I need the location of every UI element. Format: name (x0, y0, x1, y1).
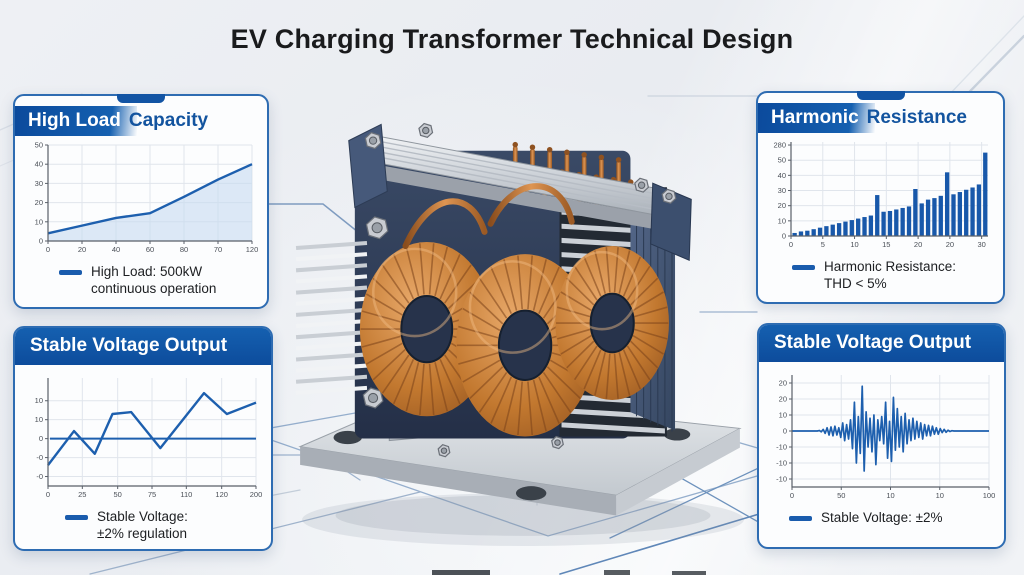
svg-text:40: 40 (35, 160, 43, 169)
svg-text:0: 0 (46, 245, 50, 254)
svg-text:0: 0 (39, 434, 43, 443)
svg-text:20: 20 (778, 201, 786, 210)
legend-text: Stable Voltage: ±2% regulation (97, 509, 188, 541)
svg-text:120: 120 (246, 245, 259, 254)
svg-text:20: 20 (779, 379, 787, 388)
svg-text:80: 80 (180, 245, 188, 254)
panel-header: Stable Voltage Output (15, 328, 271, 365)
svg-text:20: 20 (779, 395, 787, 404)
svg-text:25: 25 (78, 490, 86, 499)
svg-text:50: 50 (114, 490, 122, 499)
panel-tab (117, 94, 165, 103)
svg-text:30: 30 (35, 179, 43, 188)
svg-text:60: 60 (146, 245, 154, 254)
page-title: EV Charging Transformer Technical Design (230, 24, 794, 54)
svg-text:10: 10 (936, 491, 944, 500)
svg-text:-0: -0 (36, 453, 43, 462)
svg-text:10: 10 (35, 415, 43, 424)
svg-text:15: 15 (882, 240, 890, 249)
legend-harmonic: Harmonic Resistance: THD < 5% (758, 259, 1003, 293)
svg-text:-0: -0 (36, 472, 43, 481)
svg-text:0: 0 (782, 232, 786, 241)
panel-header: Stable Voltage Output (759, 325, 1004, 362)
svg-text:10: 10 (35, 396, 43, 405)
legend-text: Harmonic Resistance: THD < 5% (824, 259, 957, 291)
svg-text:40: 40 (112, 245, 120, 254)
svg-text:75: 75 (148, 490, 156, 499)
transformer-illustration (295, 122, 744, 546)
header-rest: Capacity (128, 110, 209, 131)
legend-text: Stable Voltage: ±2% (821, 510, 943, 525)
header-highlight: Harmonic (758, 103, 875, 133)
svg-text:110: 110 (180, 490, 192, 499)
svg-text:5: 5 (821, 240, 825, 249)
svg-text:50: 50 (778, 156, 786, 165)
svg-text:20: 20 (946, 240, 954, 249)
header-rest: Resistance (866, 107, 967, 128)
svg-text:70: 70 (214, 245, 222, 254)
legend-text: High Load: 500kW continuous operation (91, 264, 217, 296)
legend-line-icon (789, 516, 812, 521)
legend-line-icon (792, 265, 815, 270)
svg-text:0: 0 (46, 490, 50, 499)
svg-text:30: 30 (977, 240, 985, 249)
svg-text:50: 50 (837, 491, 845, 500)
legend-line-icon (65, 515, 88, 520)
legend-stable-left: Stable Voltage: ±2% regulation (15, 509, 271, 543)
svg-text:0: 0 (783, 427, 787, 436)
svg-text:40: 40 (778, 171, 786, 180)
svg-text:10: 10 (35, 217, 43, 226)
svg-text:-10: -10 (776, 459, 787, 468)
header-highlight: High Load (15, 106, 137, 136)
svg-text:10: 10 (886, 491, 894, 500)
svg-text:0: 0 (39, 237, 43, 246)
legend-line-icon (59, 270, 82, 275)
svg-text:10: 10 (779, 411, 787, 420)
svg-text:20: 20 (78, 245, 86, 254)
legend-high-load: High Load: 500kW continuous operation (15, 264, 267, 298)
high-load-chart: 50 40 30 20 10 00 20 40 60 80 70 120 (35, 141, 259, 255)
svg-text:10: 10 (850, 240, 858, 249)
svg-text:30: 30 (778, 186, 786, 195)
svg-text:-10: -10 (776, 475, 787, 484)
svg-text:0: 0 (790, 491, 794, 500)
svg-text:20: 20 (914, 240, 922, 249)
svg-text:-10: -10 (776, 443, 787, 452)
panel-tab (856, 91, 905, 100)
svg-text:20: 20 (35, 198, 43, 207)
legend-stable-right: Stable Voltage: ±2% (759, 510, 1004, 527)
svg-text:120: 120 (215, 490, 228, 499)
svg-text:50: 50 (35, 141, 43, 150)
svg-text:100: 100 (983, 491, 996, 500)
svg-text:280: 280 (773, 141, 786, 150)
svg-text:10: 10 (778, 216, 786, 225)
harmonic-resistance-chart: 280 50 40 30 20 10 00 5 10 15 20 20 30 (773, 141, 988, 249)
svg-text:0: 0 (789, 240, 793, 249)
svg-text:200: 200 (250, 490, 263, 499)
